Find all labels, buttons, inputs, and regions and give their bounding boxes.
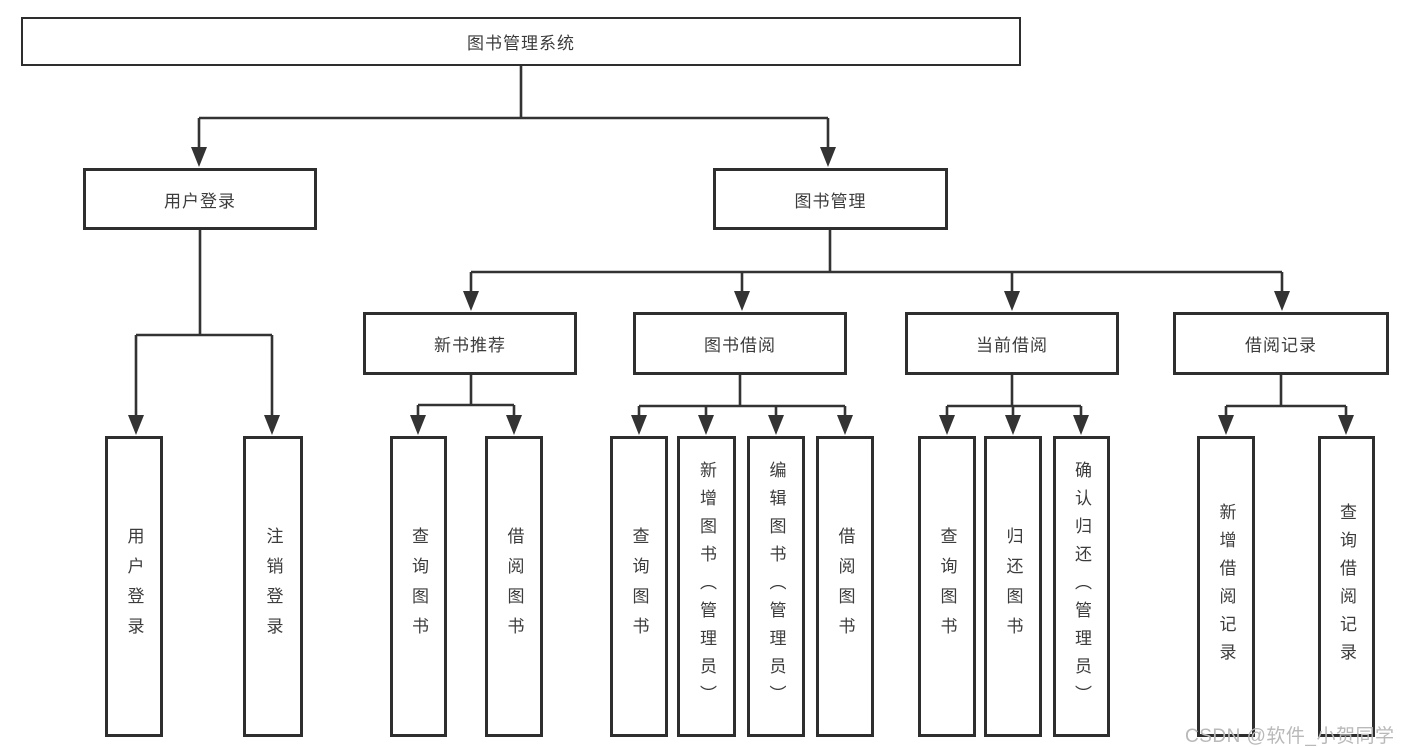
leaf-add-borrow-record: 新增借阅记录: [1197, 436, 1255, 737]
leaf-query-books-borrow: 查询图书: [610, 436, 668, 737]
leaf-query-books-borrow-label: 查询图书: [629, 526, 649, 647]
node-borrow-records: 借阅记录: [1173, 312, 1389, 375]
leaf-borrow-books-recommend-label: 借阅图书: [504, 526, 524, 647]
leaf-borrow-books-2: 借阅图书: [816, 436, 874, 737]
leaf-return-books: 归还图书: [984, 436, 1042, 737]
leaf-user-login-label: 用户登录: [124, 526, 144, 647]
leaf-edit-book-admin: 编辑图书（管理员）: [747, 436, 805, 737]
node-new-book-recommend: 新书推荐: [363, 312, 577, 375]
leaf-query-borrow-record: 查询借阅记录: [1318, 436, 1375, 737]
node-book-management: 图书管理: [713, 168, 948, 230]
leaf-borrow-books-recommend: 借阅图书: [485, 436, 543, 737]
node-library-management-system: 图书管理系统: [21, 17, 1021, 66]
leaf-query-books-recommend: 查询图书: [390, 436, 447, 737]
leaf-add-book-admin-label: 新增图书（管理员）: [697, 460, 716, 713]
leaf-logout: 注销登录: [243, 436, 303, 737]
leaf-query-books-current-label: 查询图书: [937, 526, 957, 647]
leaf-query-borrow-record-label: 查询借阅记录: [1337, 502, 1356, 671]
leaf-confirm-return-admin-label: 确认归还（管理员）: [1072, 460, 1091, 713]
node-book-borrow: 图书借阅: [633, 312, 847, 375]
leaf-add-borrow-record-label: 新增借阅记录: [1216, 502, 1236, 671]
leaf-edit-book-admin-label: 编辑图书（管理员）: [766, 460, 786, 713]
leaf-query-books-recommend-label: 查询图书: [409, 526, 428, 647]
csdn-watermark: CSDN @软件_小贺同学: [1185, 726, 1395, 747]
leaf-user-login: 用户登录: [105, 436, 163, 737]
node-user-login: 用户登录: [83, 168, 317, 230]
leaf-query-books-current: 查询图书: [918, 436, 976, 737]
leaf-add-book-admin: 新增图书（管理员）: [677, 436, 736, 737]
leaf-borrow-books-2-label: 借阅图书: [835, 526, 855, 647]
leaf-return-books-label: 归还图书: [1003, 526, 1023, 647]
leaf-logout-label: 注销登录: [263, 526, 283, 647]
node-current-borrow: 当前借阅: [905, 312, 1119, 375]
leaf-confirm-return-admin: 确认归还（管理员）: [1053, 436, 1110, 737]
